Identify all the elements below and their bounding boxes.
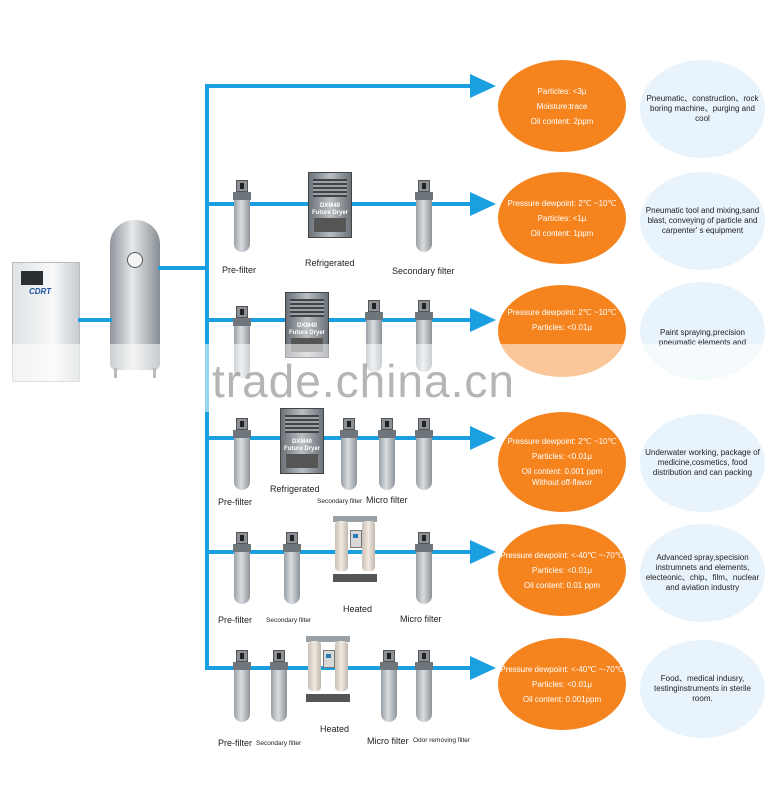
row4-dryer-brand: DXM40 Future Dryer bbox=[283, 439, 320, 452]
row6-quality-3: Oil content: 0.001ppm bbox=[522, 694, 602, 704]
row5-air-quality: Pressure dewpoint: <-40℃ ~-70℃ Particles… bbox=[498, 524, 626, 616]
row4-quality-3: Oil content: 0.001 ppm bbox=[521, 467, 603, 476]
row5-secondary-filter-label: Secondary filter bbox=[266, 617, 312, 624]
row5-quality-2: Particles: <0.01μ bbox=[532, 565, 592, 575]
watermark-band bbox=[0, 344, 768, 412]
row1-application: Pneumatic、construction、rock boring machi… bbox=[640, 60, 765, 158]
row5-secondary-filter bbox=[283, 532, 301, 604]
row5-pre-filter bbox=[233, 532, 251, 604]
row4-refrigerated-dryer: DXM40 Future Dryer bbox=[280, 408, 324, 474]
row6-heated-dryer bbox=[306, 636, 350, 702]
row1-air-quality: Particles: <3μ Moisture:trace Oil conten… bbox=[498, 60, 626, 152]
row2-quality-3: Oil content: 1ppm bbox=[530, 228, 594, 238]
row5-heated-label: Heated bbox=[343, 604, 373, 614]
row5-application: Advanced spray,specision instrumnets and… bbox=[640, 524, 765, 622]
row6-odor-removing-filter bbox=[415, 650, 433, 722]
row5-micro-filter bbox=[415, 532, 433, 604]
row1-pipe bbox=[205, 84, 475, 88]
row1-quality-2: Moisture:trace bbox=[536, 101, 588, 111]
row4-pre-filter bbox=[233, 418, 251, 490]
row2-pre-filter-label: Pre-filter bbox=[222, 265, 257, 275]
row5-arrow-icon bbox=[470, 540, 496, 564]
row2-quality-1: Pressure dewpoint: 2℃ ~10℃ bbox=[507, 198, 617, 208]
row4-quality-2: Particles: <0.01μ bbox=[532, 452, 592, 461]
row2-quality-2: Particles: <1μ bbox=[537, 213, 587, 223]
row2-secondary-filter-label: Secondary filter bbox=[392, 266, 455, 276]
row2-arrow-icon bbox=[470, 192, 496, 216]
row2-air-quality: Pressure dewpoint: 2℃ ~10℃ Particles: <1… bbox=[498, 172, 626, 264]
compressor-to-tank-pipe bbox=[78, 318, 112, 322]
compressor-logo: CDRT bbox=[29, 287, 52, 296]
row1-quality-3: Oil content: 2ppm bbox=[530, 116, 594, 126]
row4-refrigerated-label: Refrigerated bbox=[270, 484, 320, 494]
row4-secondary-filter bbox=[340, 418, 358, 490]
row4-air-quality: Pressure dewpoint: 2℃ ~10℃ Particles: <0… bbox=[498, 412, 626, 512]
pressure-gauge-icon bbox=[127, 252, 143, 268]
row4-micro-filter-label: Micro filter bbox=[366, 495, 408, 505]
row6-micro-filter bbox=[380, 650, 398, 722]
row4-pipe bbox=[205, 436, 475, 440]
row3-dryer-brand: DXM40 Future Dryer bbox=[288, 323, 325, 336]
row6-micro-filter-label: Micro filter bbox=[367, 736, 409, 746]
row5-pre-filter-label: Pre-filter bbox=[218, 615, 253, 625]
row2-pre-filter bbox=[233, 180, 251, 252]
row6-arrow-icon bbox=[470, 656, 496, 680]
row6-pre-filter-label: Pre-filter bbox=[218, 738, 253, 748]
row3-pipe bbox=[205, 318, 475, 322]
row5-quality-1: Pressure dewpoint: <-40℃ ~-70℃ bbox=[500, 550, 624, 560]
row1-arrow-icon bbox=[470, 74, 496, 98]
row6-quality-1: Pressure dewpoint: <-40℃ ~-70℃ bbox=[500, 664, 624, 674]
row3-quality-2: Particles: <0.01μ bbox=[532, 323, 592, 332]
row4-arrow-icon bbox=[470, 426, 496, 450]
row4-quality-1: Pressure dewpoint: 2℃ ~10℃ bbox=[507, 437, 617, 446]
row6-heated-label: Heated bbox=[320, 724, 350, 734]
tank-outlet-pipe bbox=[158, 266, 208, 270]
row6-secondary-filter-label: Secondary filter bbox=[256, 740, 302, 747]
row6-secondary-filter bbox=[270, 650, 288, 722]
row4-pre-filter-label: Pre-filter bbox=[218, 497, 253, 507]
row3-arrow-icon bbox=[470, 308, 496, 332]
row5-quality-3: Oil content: 0.01 ppm bbox=[523, 580, 601, 590]
row4-quality-4: Without off-flavor bbox=[531, 478, 593, 487]
row5-heated-dryer bbox=[333, 516, 377, 582]
row4-secondary-filter-label: Secondary filter bbox=[317, 498, 363, 505]
row6-pre-filter bbox=[233, 650, 251, 722]
row4-extra-filter bbox=[415, 418, 433, 490]
compressor-display bbox=[21, 271, 43, 285]
row6-quality-2: Particles: <0.01μ bbox=[532, 679, 592, 689]
row2-refrigerated-label: Refrigerated bbox=[305, 258, 355, 268]
row5-micro-filter-label: Micro filter bbox=[400, 614, 442, 624]
row4-micro-filter bbox=[378, 418, 396, 490]
row2-secondary-filter bbox=[415, 180, 433, 252]
row2-dryer-brand: DXM40 Future Dryer bbox=[311, 203, 348, 216]
row6-application: Food、medical indusry, testinginstruments… bbox=[640, 640, 765, 738]
row3-quality-1: Pressure dewpoint: 2℃ ~10℃ bbox=[507, 308, 617, 317]
row6-odor-filter-label: Odor removing filter bbox=[413, 737, 471, 744]
row2-application: Pneumatic tool and mixing,sand blast, co… bbox=[640, 172, 765, 270]
watermark-text: trade.china.cn bbox=[212, 355, 515, 407]
row4-application: Underwater working, package of medicine,… bbox=[640, 414, 765, 512]
row1-quality-1: Particles: <3μ bbox=[537, 86, 587, 96]
row2-refrigerated-dryer: DXM40 Future Dryer bbox=[308, 172, 352, 238]
row6-air-quality: Pressure dewpoint: <-40℃ ~-70℃ Particles… bbox=[498, 638, 626, 730]
